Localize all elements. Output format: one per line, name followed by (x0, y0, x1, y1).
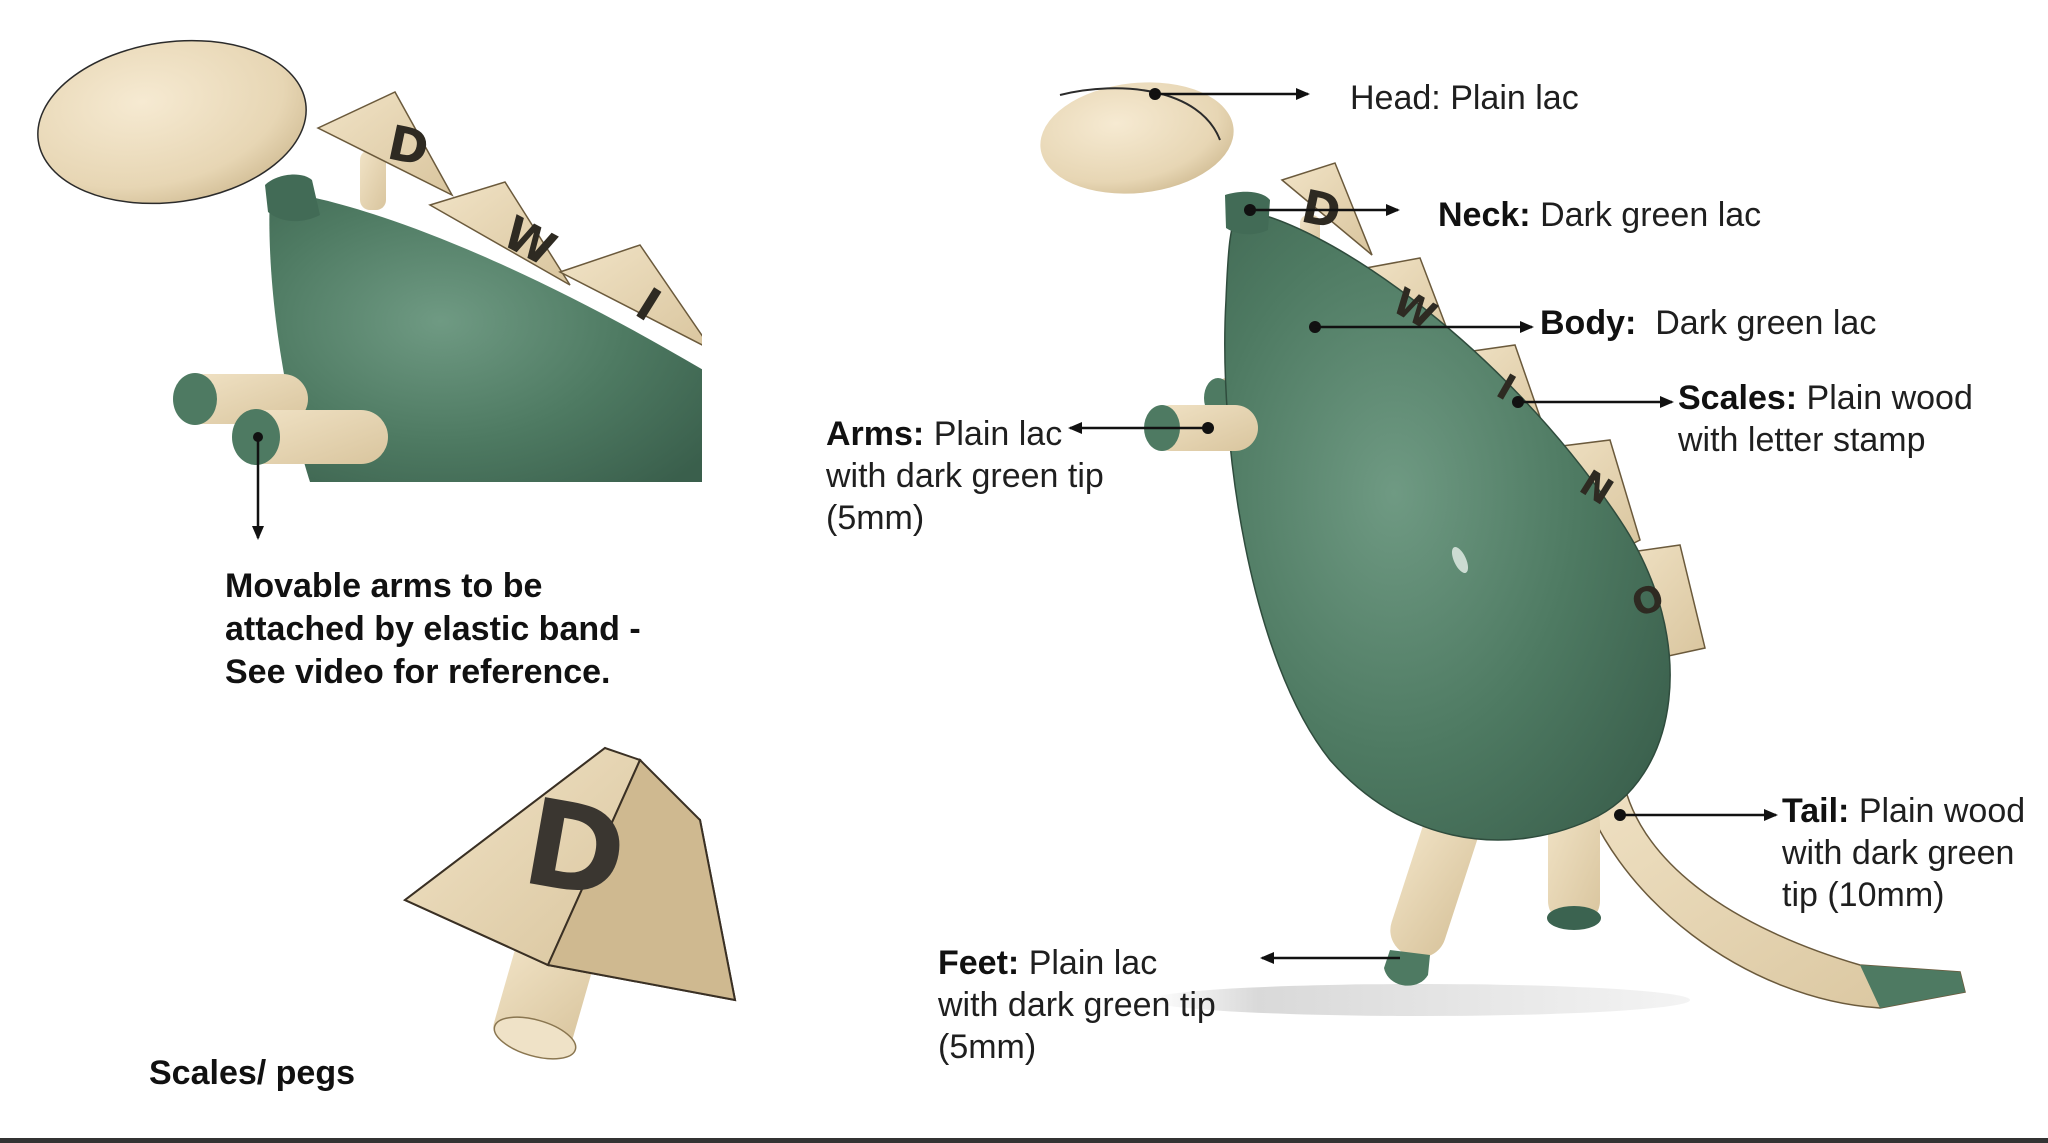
scales-pegs-caption: Scales/ pegs (149, 1054, 356, 1092)
feet-callout-title: Feet: (938, 944, 1020, 982)
inset-closeup: D W I (37, 39, 702, 482)
callout-body: Body: Dark green lac (1540, 302, 1876, 344)
scales-callout-line-1: Plain wood (1806, 379, 1973, 417)
dino-body (1224, 209, 1671, 841)
peg-letter: D (514, 773, 636, 927)
tail-callout-line-3: tip (10mm) (1782, 876, 1945, 914)
head-callout-title: Head: (1350, 79, 1451, 117)
body-highlight (1451, 547, 1469, 573)
arms-callout-title: Arms: (826, 415, 925, 453)
arms-callout-line-2: with dark green tip (826, 457, 1104, 495)
scales-callout-title: Scales: (1678, 379, 1798, 417)
feet-callout-line-2: with dark green tip (938, 986, 1216, 1024)
inset-scale-2 (428, 181, 571, 286)
arms-callout-line-3: (5mm) (826, 499, 925, 537)
feet-callout-line-1: Plain lac (1028, 944, 1158, 982)
inset-head (37, 39, 307, 205)
tail-callout-title: Tail: (1782, 792, 1850, 830)
scale-peg-illustration (403, 746, 737, 1060)
inset-arm-front (232, 409, 388, 465)
scales-callout-line-2: with letter stamp (1678, 421, 1926, 459)
arms-note-line-2: attached by elastic band - (225, 610, 641, 648)
head-callout-text: Plain lac (1450, 79, 1579, 117)
body-callout-text: Dark green lac (1655, 304, 1877, 342)
body-callout-title: Body: (1540, 304, 1637, 342)
arms-callout-line-1: Plain lac (933, 415, 1063, 453)
callout-tail: Tail: Plain wood with dark green tip (10… (1782, 790, 2025, 916)
callout-leaders (1068, 88, 1778, 964)
inset-body (269, 190, 702, 482)
feet-callout-line-3: (5mm) (938, 1028, 1037, 1066)
callout-head: Head: Plain lac (1350, 77, 1579, 119)
inset-scale-3 (558, 244, 702, 346)
inset-neck (265, 174, 320, 222)
callout-neck: Neck: Dark green lac (1438, 194, 1761, 236)
tail-callout-line-1: Plain wood (1858, 792, 2026, 830)
tail-callout-line-2: with dark green (1782, 834, 2015, 872)
arms-note-line-1: Movable arms to be (225, 567, 543, 605)
neck-callout-text: Dark green lac (1540, 196, 1762, 234)
arms-note-dot (253, 432, 263, 442)
arms-note: Movable arms to be attached by elastic b… (225, 565, 641, 694)
ground-shadow (1150, 984, 1690, 1016)
inset-scale-1 (316, 91, 454, 210)
callout-arms: Arms: Plain lac with dark green tip (5mm… (826, 413, 1104, 539)
callout-feet: Feet: Plain lac with dark green tip (5mm… (938, 942, 1216, 1068)
dinosaur-model (1040, 82, 1966, 1016)
bottom-divider (0, 1138, 2048, 1143)
arms-note-line-3: See video for reference. (225, 653, 611, 691)
neck-callout-title: Neck: (1438, 196, 1531, 234)
dino-head (1040, 82, 1234, 194)
callout-scales: Scales: Plain wood with letter stamp (1678, 377, 1973, 461)
